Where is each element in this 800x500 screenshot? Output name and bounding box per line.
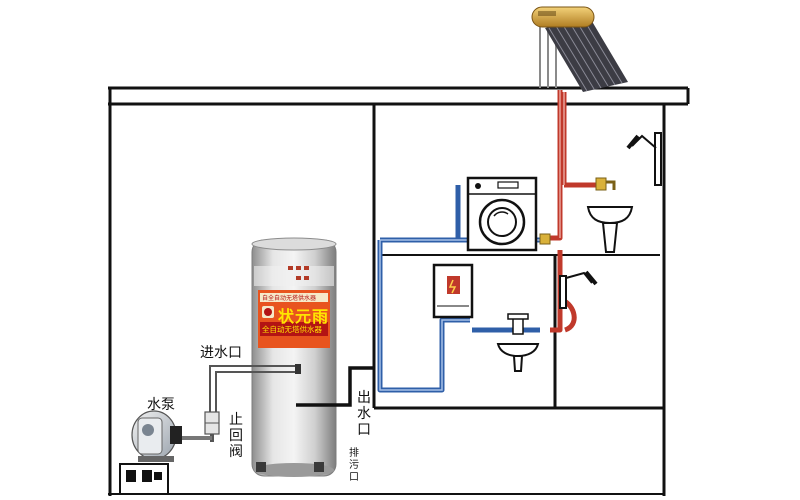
shower-head-icon [559,270,598,309]
water-pump-icon [131,410,182,462]
pump-base [119,463,169,495]
shower-head-icon [626,132,662,186]
check-valve-label: 止回阀 [229,412,243,461]
solar-water-heater-icon [531,6,628,92]
water-inlet-label: 进水口 [200,345,242,361]
outlet-pipe [296,366,374,407]
electric-water-heater-icon [432,263,474,319]
basin-icon [496,343,540,372]
inlet-pipe [209,364,301,430]
faucet-icon [507,313,529,335]
tank-brand: 状元雨 [278,307,330,326]
tank-top-banner: 自全自动无塔供水器 [262,295,317,302]
tank-subtitle: 全自动无塔供水器 [262,325,322,334]
drain-outlet-label: 排污口 [349,448,359,483]
water-pump-label: 水泵 [147,397,175,413]
hot-pipe-inner [559,90,565,238]
roof-slab [108,86,690,106]
faucet-icon [595,177,616,191]
basin-icon [586,206,634,253]
water-outlet-label: 出水口 [357,390,371,439]
washing-machine-icon [466,176,551,252]
check-valve-icon [204,411,220,442]
house-walls [108,88,666,496]
water-tank [251,237,337,477]
